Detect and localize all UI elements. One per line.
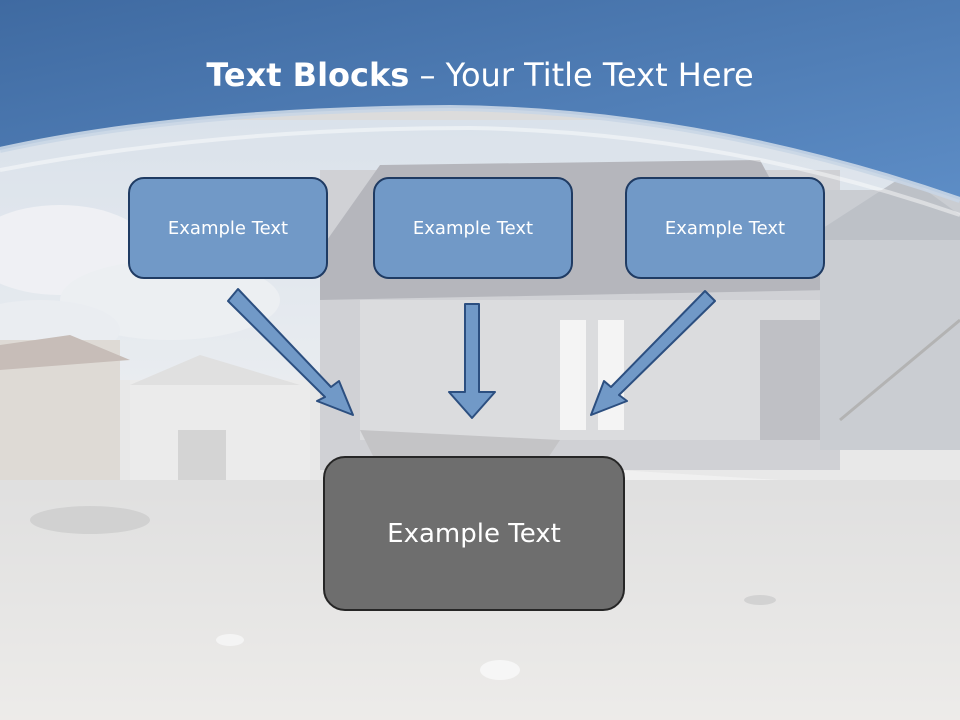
arrow-left-icon [227, 288, 354, 416]
text-block-left-label: Example Text [167, 217, 289, 239]
text-block-center[interactable]: Example Text [373, 177, 573, 279]
arrow-center-icon [448, 303, 496, 419]
text-block-right-label: Example Text [664, 217, 786, 239]
text-block-right[interactable]: Example Text [625, 177, 825, 279]
slide-title: Text Blocks – Your Title Text Here [0, 52, 960, 98]
arrow-right-icon [590, 290, 716, 416]
text-block-center-label: Example Text [412, 217, 534, 239]
title-bold: Text Blocks [206, 56, 410, 94]
text-block-main-label: Example Text [387, 518, 561, 549]
text-block-left[interactable]: Example Text [128, 177, 328, 279]
title-rest: – Your Title Text Here [409, 56, 754, 94]
text-block-main[interactable]: Example Text [323, 456, 625, 611]
